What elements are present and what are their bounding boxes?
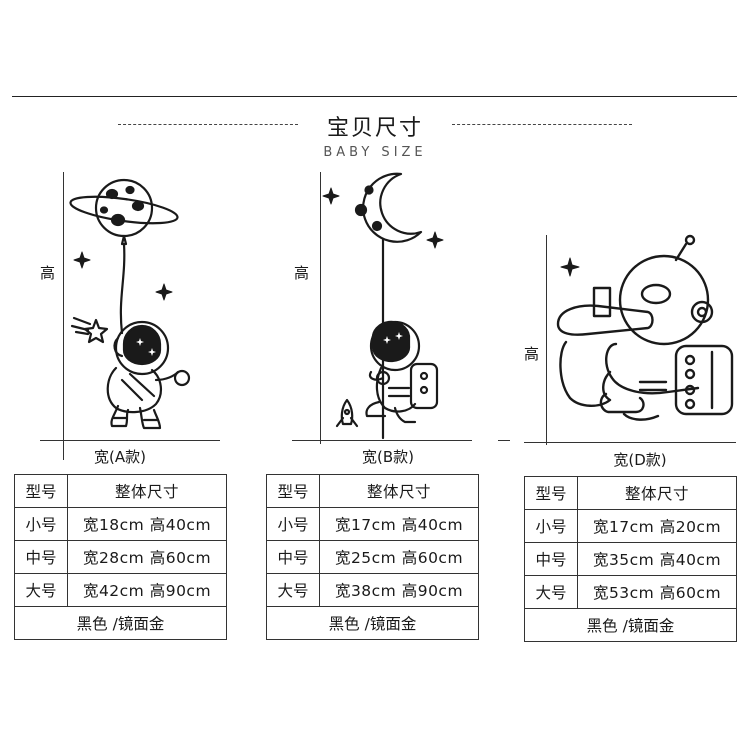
table-cell: 小号: [524, 509, 578, 543]
table-cell: 宽53cm 高60cm: [577, 575, 737, 609]
table-row: 大号 宽42cm 高90cm: [14, 573, 227, 607]
table-row: 中号 宽28cm 高60cm: [14, 540, 227, 574]
table-cell: 宽35cm 高40cm: [577, 542, 737, 576]
color-options: 黑色 /镜面金: [524, 608, 737, 642]
table-row: 黑色 /镜面金: [14, 606, 227, 640]
table-header-row: 型号 整体尺寸: [14, 474, 227, 508]
table-header-cell: 型号: [266, 474, 320, 508]
top-divider: [12, 96, 737, 97]
table-row: 大号 宽38cm 高90cm: [266, 573, 479, 607]
height-label-d: 高: [524, 345, 540, 363]
table-row: 黑色 /镜面金: [524, 608, 737, 642]
table-header-cell: 整体尺寸: [67, 474, 227, 508]
table-cell: 中号: [524, 542, 578, 576]
table-cell: 大号: [14, 573, 68, 607]
size-table-d: 型号 整体尺寸 小号 宽17cm 高20cm 中号 宽35cm 高40cm 大号…: [524, 476, 737, 642]
width-axis-d-tick: [498, 440, 510, 441]
table-header-row: 型号 整体尺寸: [266, 474, 479, 508]
size-table-a: 型号 整体尺寸 小号 宽18cm 高40cm 中号 宽28cm 高60cm 大号…: [14, 474, 227, 640]
width-axis-d: [524, 442, 736, 443]
table-row: 小号 宽17cm 高40cm: [266, 507, 479, 541]
table-header-cell: 型号: [14, 474, 68, 508]
table-cell: 宽42cm 高90cm: [67, 573, 227, 607]
sitting-astronaut-icon: [552, 234, 738, 434]
title-dash-left: [118, 124, 298, 125]
table-row: 小号 宽18cm 高40cm: [14, 507, 227, 541]
table-cell: 中号: [14, 540, 68, 574]
astronaut-climbing-moon-rope-icon: [325, 168, 455, 440]
table-header-cell: 整体尺寸: [319, 474, 479, 508]
height-label-a: 高: [40, 264, 56, 282]
caption-a: 宽(A款): [94, 448, 146, 466]
table-cell: 小号: [266, 507, 320, 541]
table-row: 黑色 /镜面金: [266, 606, 479, 640]
table-row: 小号 宽17cm 高20cm: [524, 509, 737, 543]
table-cell: 宽17cm 高20cm: [577, 509, 737, 543]
width-axis-a: [40, 440, 220, 441]
caption-b: 宽(B款): [362, 448, 414, 466]
height-label-b: 高: [294, 264, 310, 282]
title-dash-right: [452, 124, 632, 125]
color-options: 黑色 /镜面金: [266, 606, 479, 640]
table-row: 大号 宽53cm 高60cm: [524, 575, 737, 609]
table-cell: 大号: [266, 573, 320, 607]
table-cell: 中号: [266, 540, 320, 574]
caption-d: 宽(D款): [613, 451, 667, 469]
table-cell: 宽17cm 高40cm: [319, 507, 479, 541]
table-header-row: 型号 整体尺寸: [524, 476, 737, 510]
page-subtitle: BABY SIZE: [323, 145, 427, 160]
table-header-cell: 整体尺寸: [577, 476, 737, 510]
width-axis-b: [292, 440, 472, 441]
table-row: 中号 宽35cm 高40cm: [524, 542, 737, 576]
height-axis-b: [320, 172, 321, 444]
astronaut-with-planet-balloon-icon: [60, 168, 230, 438]
table-cell: 宽18cm 高40cm: [67, 507, 227, 541]
height-axis-a: [63, 172, 64, 460]
table-cell: 宽28cm 高60cm: [67, 540, 227, 574]
color-options: 黑色 /镜面金: [14, 606, 227, 640]
table-header-cell: 型号: [524, 476, 578, 510]
height-axis-d: [546, 235, 547, 445]
table-cell: 宽25cm 高60cm: [319, 540, 479, 574]
table-cell: 大号: [524, 575, 578, 609]
size-table-b: 型号 整体尺寸 小号 宽17cm 高40cm 中号 宽25cm 高60cm 大号…: [266, 474, 479, 640]
page-title: 宝贝尺寸: [326, 116, 423, 141]
table-cell: 宽38cm 高90cm: [319, 573, 479, 607]
table-row: 中号 宽25cm 高60cm: [266, 540, 479, 574]
table-cell: 小号: [14, 507, 68, 541]
